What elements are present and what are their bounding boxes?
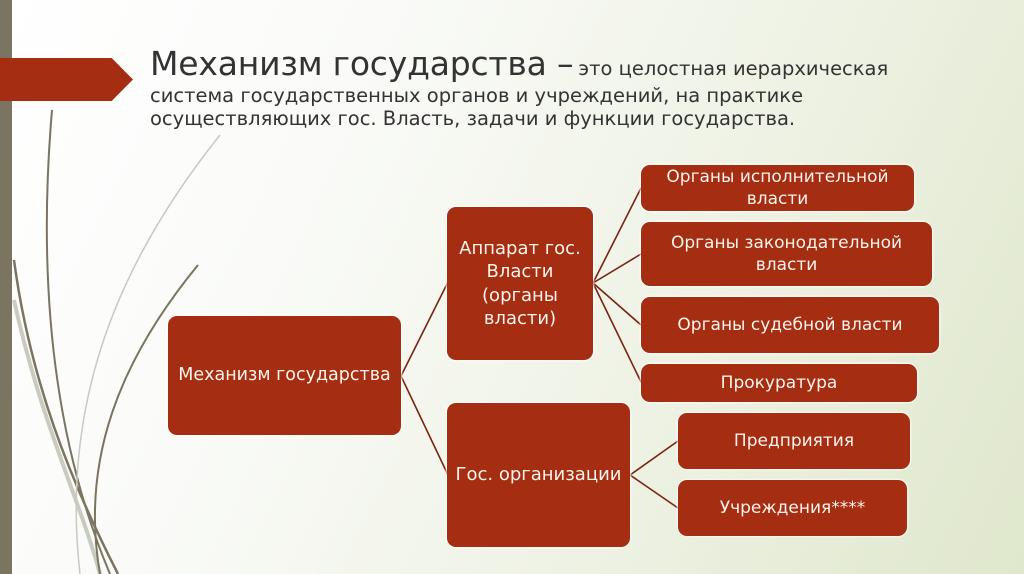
node-prosecution: Прокуратура [641,364,917,402]
node-institutions-label: Учреждения**** [719,497,866,518]
title-definition-line2: система государственных органов и учрежд… [150,83,804,107]
node-root-label: Механизм государства [178,364,391,385]
node-legislative-label: Органы законодательной власти [670,232,903,275]
node-judicial-label: Органы судебной власти [677,314,903,335]
node-root: Механизм государства [168,316,401,435]
node-prosecution-label: Прокуратура [720,372,838,393]
node-institutions: Учреждения**** [678,480,907,536]
node-enterprises-label: Предприятия [733,430,855,451]
node-judicial: Органы судебной власти [641,297,939,353]
node-legislative: Органы законодательной власти [641,222,932,286]
title-term: Механизм государства – [150,44,574,83]
node-state-organizations: Гос. организации [447,403,630,547]
slide-title: Механизм государства – это целостная иер… [150,44,970,130]
title-arrow-marker [0,58,133,101]
left-decorative-bar [0,0,12,574]
node-executive-label: Органы исполнительной власти [666,166,889,209]
node-state-organizations-label: Гос. организации [455,464,622,486]
node-executive: Органы исполнительной власти [641,165,914,211]
title-definition-line1: это целостная иерархическая [578,57,889,80]
title-definition-line3: осуществляющих гос. Власть, задачи и фун… [150,106,796,130]
node-apparatus: Аппарат гос. Власти (органы власти) [447,207,593,360]
node-apparatus-label: Аппарат гос. Власти (органы власти) [459,237,581,329]
node-enterprises: Предприятия [678,413,910,469]
